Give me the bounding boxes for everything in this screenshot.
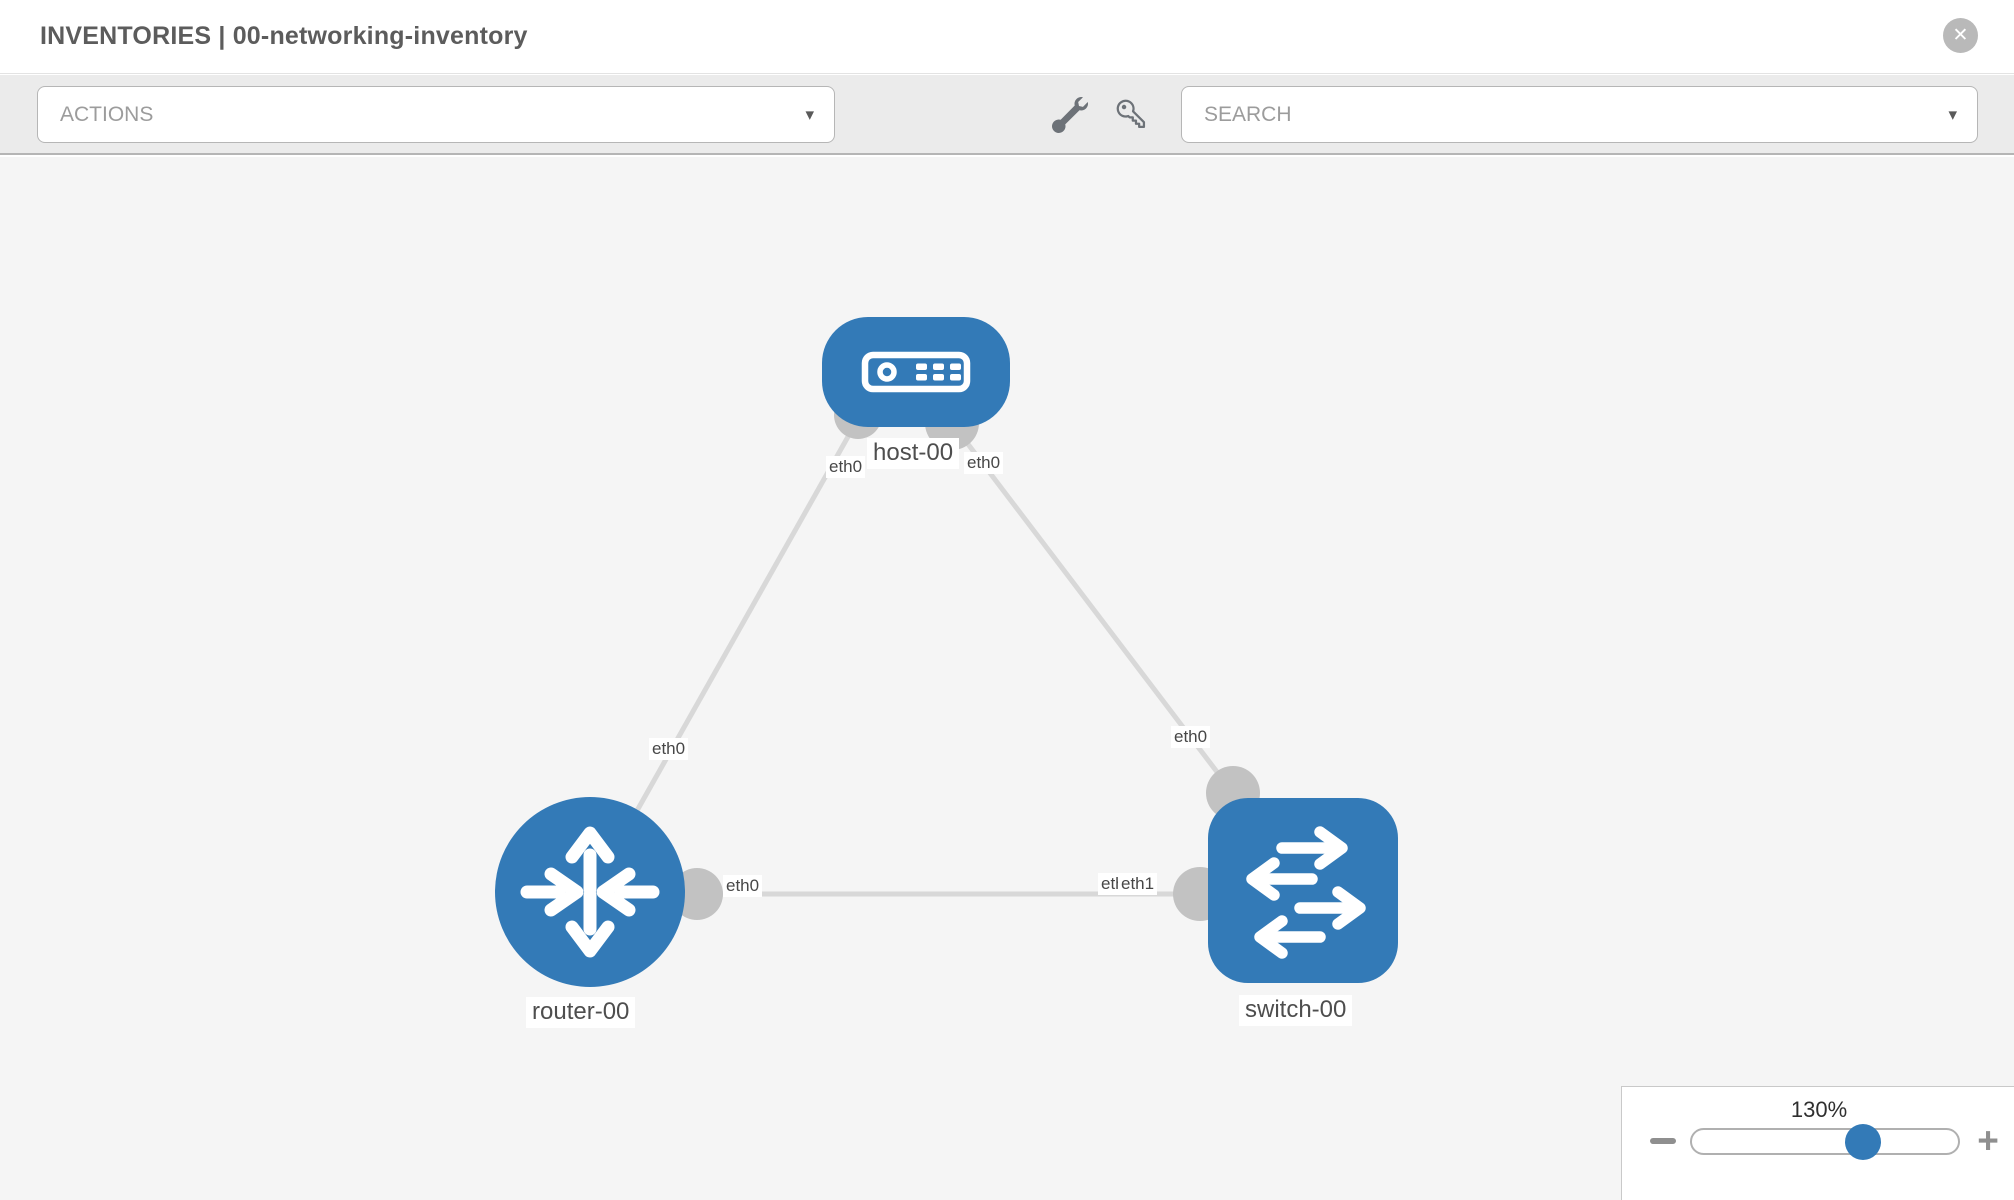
- node-host-00[interactable]: [822, 317, 1010, 427]
- zoom-slider-track[interactable]: [1690, 1128, 1960, 1155]
- iface-label-switch-side-group: eth0 eth1: [1098, 873, 1178, 897]
- zoom-out-button[interactable]: [1650, 1138, 1676, 1144]
- node-switch-00[interactable]: [1208, 798, 1398, 983]
- close-icon: ✕: [1952, 25, 1969, 46]
- node-label-host: host-00: [867, 438, 960, 469]
- search-placeholder: SEARCH: [1204, 103, 1292, 126]
- iface-label-router-link: eth0: [649, 738, 689, 761]
- toolbar: ACTIONS ▾ SEARCH ▾: [0, 75, 2014, 155]
- search-input[interactable]: SEARCH ▾: [1181, 86, 1978, 143]
- wrench-icon[interactable]: [1052, 96, 1088, 133]
- zoom-level-readout: 130%: [1790, 1097, 1848, 1122]
- host-icon: [861, 351, 971, 393]
- iface-label-host-right: eth0: [964, 452, 1004, 475]
- node-label-switch: switch-00: [1239, 995, 1353, 1026]
- actions-dropdown[interactable]: ACTIONS ▾: [37, 86, 835, 143]
- chevron-down-icon: ▾: [805, 105, 814, 124]
- iface-label-host-left: eth0: [826, 456, 866, 479]
- iface-label-switch-side-eth1: eth1: [1118, 873, 1158, 896]
- switch-icon: [1246, 826, 1366, 959]
- node-router-00[interactable]: [495, 797, 685, 987]
- topology-canvas[interactable]: host-00 router-00 switch-00 eth0 eth0 et…: [0, 157, 2014, 1200]
- page-title: INVENTORIES | 00-networking-inventory: [40, 22, 528, 50]
- actions-dropdown-label: ACTIONS: [60, 103, 154, 126]
- chevron-down-icon: ▾: [1948, 105, 1957, 124]
- router-icon: [520, 826, 660, 958]
- topology-links-layer: [587, 391, 1303, 921]
- zoom-in-button[interactable]: +: [1977, 1120, 1999, 1161]
- zoom-panel: 130% +: [1621, 1086, 2014, 1200]
- zoom-slider-thumb[interactable]: [1845, 1124, 1881, 1160]
- iface-label-switch-top: eth0: [1171, 726, 1211, 749]
- key-icon[interactable]: [1114, 97, 1150, 133]
- close-button[interactable]: ✕: [1943, 18, 1978, 53]
- node-label-router: router-00: [526, 997, 636, 1028]
- iface-label-router-side: eth0: [723, 875, 763, 898]
- panel-header: INVENTORIES | 00-networking-inventory ✕: [0, 0, 2014, 74]
